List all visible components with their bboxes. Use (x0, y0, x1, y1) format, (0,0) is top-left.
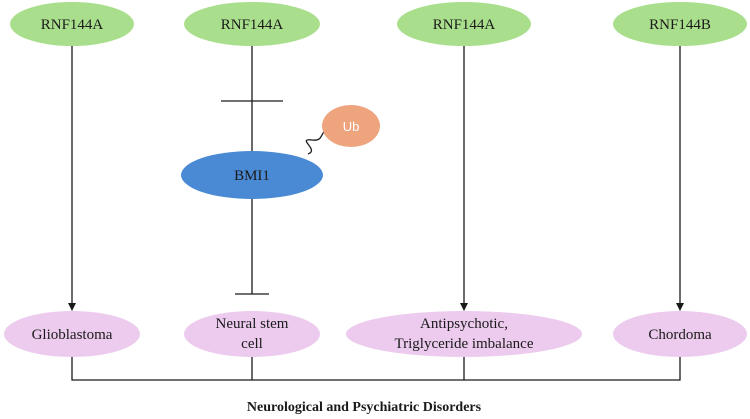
bmi1-label: BMI1 (234, 168, 270, 184)
target-node-chordoma: Chordoma (613, 311, 747, 357)
target-label-line-1: Antipsychotic, (420, 316, 508, 332)
gene-ellipse (10, 2, 134, 46)
target-label-line-2: Triglyceride imbalance (395, 336, 534, 352)
gene-node-rnf144a-1: RNF144A (10, 2, 134, 46)
gene-ellipse (613, 2, 747, 46)
target-label: Chordoma (648, 327, 712, 343)
target-node-glioblastoma: Glioblastoma (4, 311, 140, 357)
target-ellipse (184, 311, 320, 357)
ub-label: Ub (343, 119, 360, 134)
target-node-neural-stem-cell: Neural stem cell (184, 311, 320, 357)
bmi1-node: BMI1 (181, 151, 323, 199)
target-label-line-2: cell (241, 336, 263, 352)
gene-label: RNF144A (41, 17, 104, 33)
bmi1-ellipse (181, 151, 323, 199)
gene-node-rnf144a-3: RNF144A (397, 2, 531, 46)
gene-ellipse (397, 2, 531, 46)
target-ellipse (346, 311, 582, 357)
disorders-bracket (71, 356, 681, 381)
gene-label: RNF144B (649, 17, 711, 33)
gene-node-rnf144a-2: RNF144A (184, 2, 320, 46)
target-label-line-1: Neural stem (216, 316, 289, 332)
gene-label: RNF144A (433, 17, 496, 33)
target-node-antipsychotic-triglyceride: Antipsychotic, Triglyceride imbalance (346, 311, 582, 357)
ub-ellipse (322, 105, 380, 147)
disorders-title: Neurological and Psychiatric Disorders (247, 400, 482, 415)
gene-node-rnf144b: RNF144B (613, 2, 747, 46)
ub-node: Ub (322, 105, 380, 147)
gene-label: RNF144A (221, 17, 284, 33)
gene-ellipse (184, 2, 320, 46)
target-ellipse (4, 311, 140, 357)
target-ellipse (613, 311, 747, 357)
target-label: Glioblastoma (32, 327, 113, 343)
